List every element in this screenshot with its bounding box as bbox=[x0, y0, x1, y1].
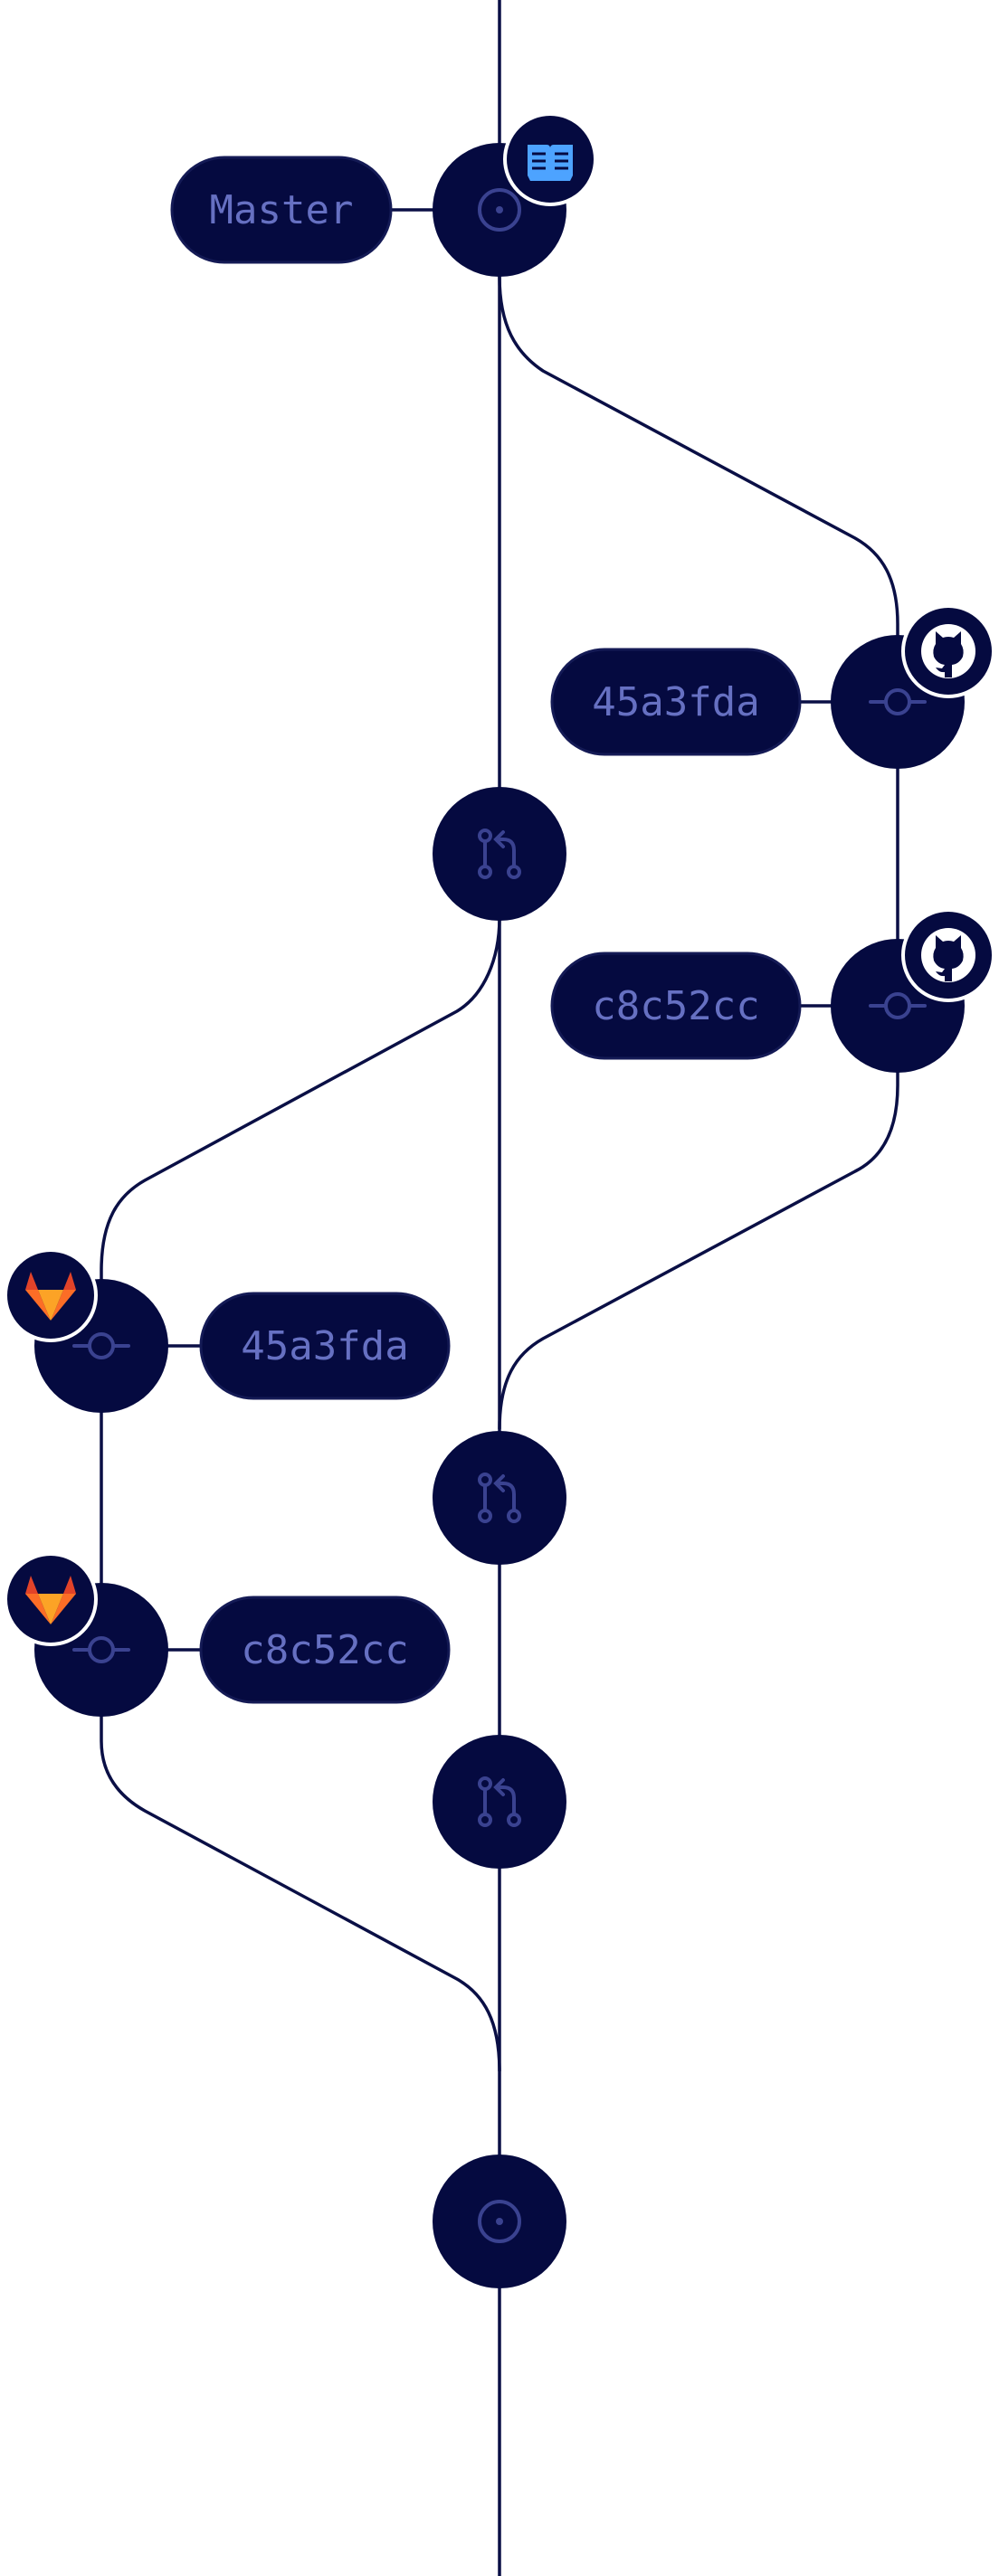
node-circle bbox=[433, 787, 566, 921]
source-badges bbox=[4, 112, 995, 1646]
commit-hash: 45a3fda bbox=[592, 679, 759, 725]
master-tail-node[interactable] bbox=[433, 2155, 566, 2288]
github-icon bbox=[901, 908, 995, 1002]
label-pill bbox=[550, 952, 802, 1060]
commit-label-gitlab-2[interactable]: c8c52cc bbox=[199, 1596, 451, 1704]
commit-labels: Master 45a3fda c8c52cc 45a3fda c8c52cc bbox=[170, 156, 802, 1704]
commit-hash: c8c52cc bbox=[592, 983, 759, 1029]
graph-nodes bbox=[34, 143, 965, 2288]
merge-node-1[interactable] bbox=[433, 787, 566, 921]
commit-label-gitlab-1[interactable]: 45a3fda bbox=[199, 1292, 451, 1400]
commit-label-github-1[interactable]: 45a3fda bbox=[550, 648, 802, 756]
commit-hash: 45a3fda bbox=[241, 1323, 408, 1369]
merge-node-3[interactable] bbox=[433, 1735, 566, 1869]
branch-edge-right-in bbox=[498, 1006, 899, 1430]
branch-edge-left-in bbox=[100, 1651, 501, 2072]
commit-hash: c8c52cc bbox=[241, 1627, 408, 1673]
label-connectors bbox=[166, 208, 834, 1652]
merge-node-2[interactable] bbox=[433, 1431, 566, 1565]
branch-label-master[interactable]: Master bbox=[170, 156, 393, 264]
gitlab-icon bbox=[4, 1248, 98, 1342]
branch-name: Master bbox=[210, 187, 354, 233]
commit-label-github-2[interactable]: c8c52cc bbox=[550, 952, 802, 1060]
label-pill bbox=[199, 1596, 451, 1704]
label-pill bbox=[199, 1292, 451, 1400]
github-icon bbox=[901, 604, 995, 698]
book-icon bbox=[503, 112, 597, 206]
gitlab-icon bbox=[4, 1552, 98, 1646]
label-pill bbox=[170, 156, 393, 264]
label-pill bbox=[550, 648, 802, 756]
node-circle bbox=[433, 1735, 566, 1869]
node-circle bbox=[433, 1431, 566, 1565]
branch-edge-left-out bbox=[100, 917, 501, 1346]
branch-edge-right-out bbox=[498, 276, 899, 701]
